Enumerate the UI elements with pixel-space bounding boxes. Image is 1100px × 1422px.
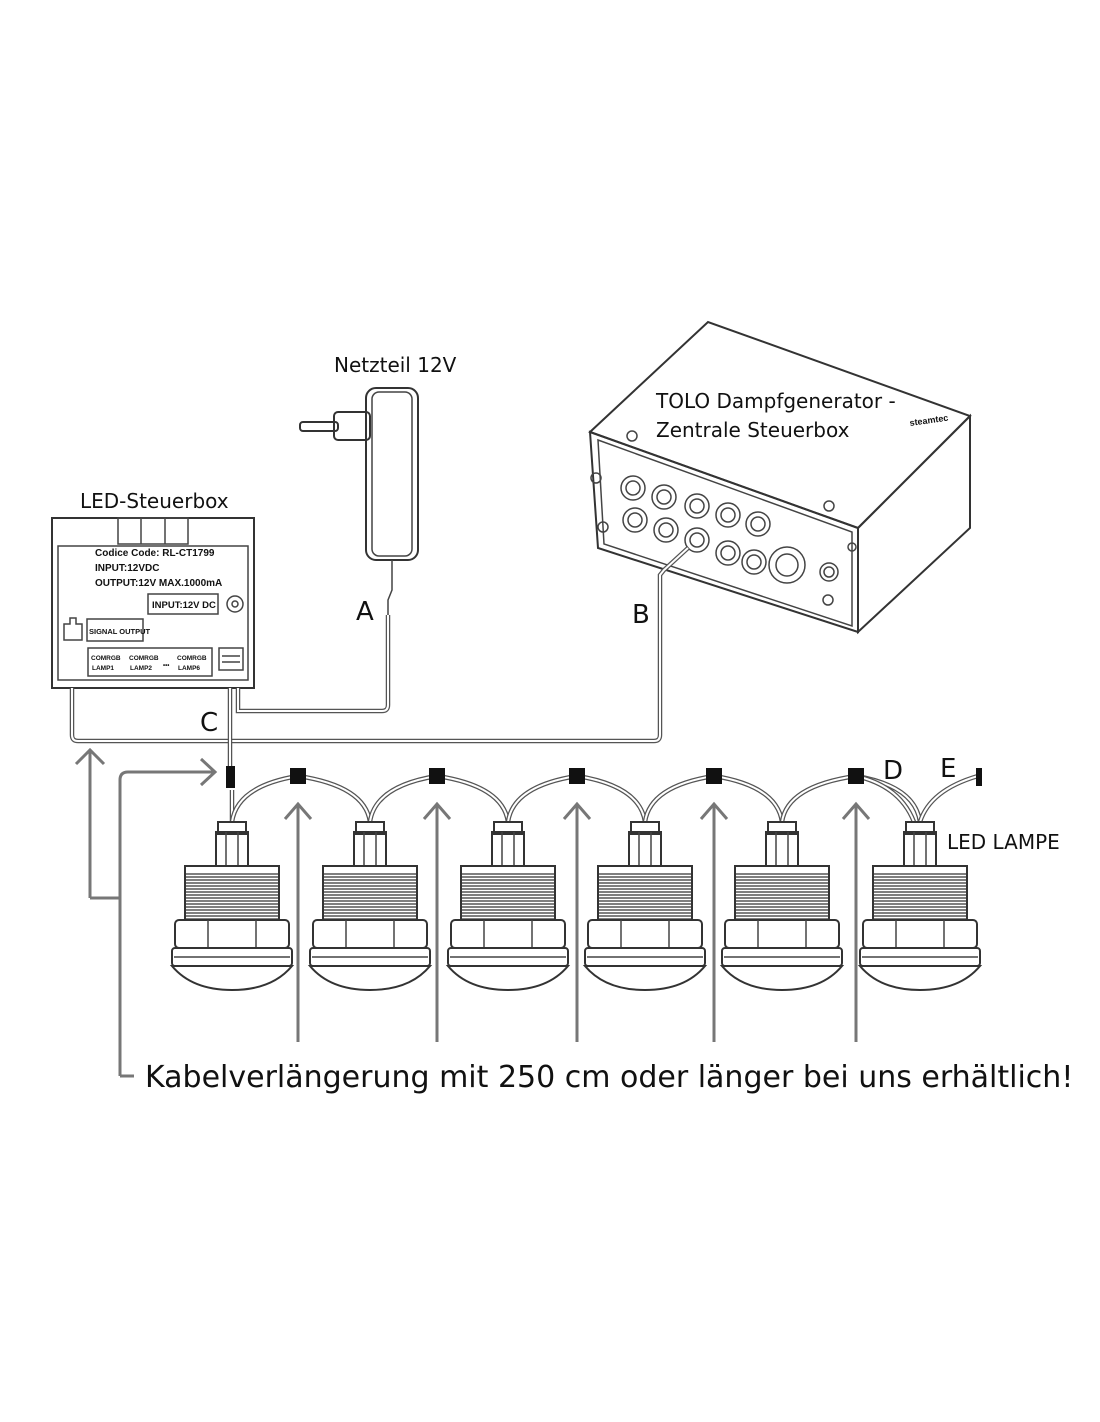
up-arrow-head [283, 801, 313, 820]
steam-generator-label-2: Zentrale Steuerbox [656, 418, 850, 442]
lamp-port-1-line2: LAMP1 [92, 665, 114, 672]
connector-block-e [976, 768, 982, 786]
chain-cable-core [436, 775, 509, 823]
lamp-port-1-line1: COMRGB [91, 655, 121, 662]
chain-cable-core [576, 775, 646, 823]
led-lamp-4 [582, 821, 708, 992]
cables [69, 546, 979, 823]
extension-arrows [74, 747, 871, 1078]
connector-block [290, 768, 306, 784]
led-box-input: INPUT:12VDC [95, 563, 159, 574]
power-supply-label: Netzteil 12V [334, 353, 457, 377]
chain-cable-core [781, 775, 857, 823]
steam-generator-box: steamtec [588, 320, 972, 635]
power-supply [299, 387, 419, 615]
connector-e-label: E [940, 754, 956, 784]
chain-cable-core [297, 775, 371, 823]
led-control-box: Codice Code: RL-CT1799 INPUT:12VDC OUTPU… [51, 517, 255, 689]
chain-cable-core [713, 775, 783, 823]
led-lamp-6 [857, 821, 983, 992]
steam-generator-label-1: TOLO Dampfgenerator - [655, 389, 896, 413]
lamp-port-2-line2: LAMP2 [130, 665, 152, 672]
lamp-label: LED LAMPE [947, 830, 1060, 854]
up-arrow-head [699, 801, 729, 820]
chain-cable-core [644, 775, 715, 823]
connector-a-label: A [356, 597, 374, 627]
led-lamp-2 [307, 821, 433, 992]
footer-note: Kabelverlängerung mit 250 cm oder länger… [145, 1060, 1073, 1095]
connector-blocks [226, 766, 982, 788]
led-box-signal-output: SIGNAL OUTPUT [89, 627, 151, 636]
connector-block-c [226, 766, 235, 788]
connector-d-label: D [883, 756, 903, 786]
connector-c-label: C [200, 708, 218, 738]
led-lamp-5 [719, 821, 845, 992]
led-box-code: Codice Code: RL-CT1799 [95, 548, 215, 559]
connector-block [706, 768, 722, 784]
led-box-output: OUTPUT:12V MAX.1000mA [95, 578, 222, 589]
lamp-port-2-line1: COMRGB [129, 655, 159, 662]
connector-b-label: B [632, 600, 650, 630]
led-lamp-1 [169, 821, 295, 992]
chain-cable-core [507, 775, 578, 823]
lamp-port-6-line2: LAMP6 [178, 665, 200, 672]
lamp-port-ellipsis: ••• [163, 663, 169, 669]
chain-cable-core [369, 775, 438, 823]
steam-box-brand: steamtec [909, 413, 949, 428]
up-arrow-head [422, 801, 452, 820]
up-arrow-head [841, 801, 871, 820]
lamp-row [169, 821, 983, 992]
connector-block [569, 768, 585, 784]
led-lamp-3 [445, 821, 571, 992]
tail-cable-core [919, 775, 979, 823]
connector-block [429, 768, 445, 784]
led-box-input-port: INPUT:12V DC [152, 600, 216, 611]
led-box-label: LED-Steuerbox [80, 489, 229, 513]
chain-cable-core [231, 775, 299, 823]
lamp-port-6-line1: COMRGB [177, 655, 207, 662]
up-arrow-head [562, 801, 592, 820]
connector-block [848, 768, 864, 784]
